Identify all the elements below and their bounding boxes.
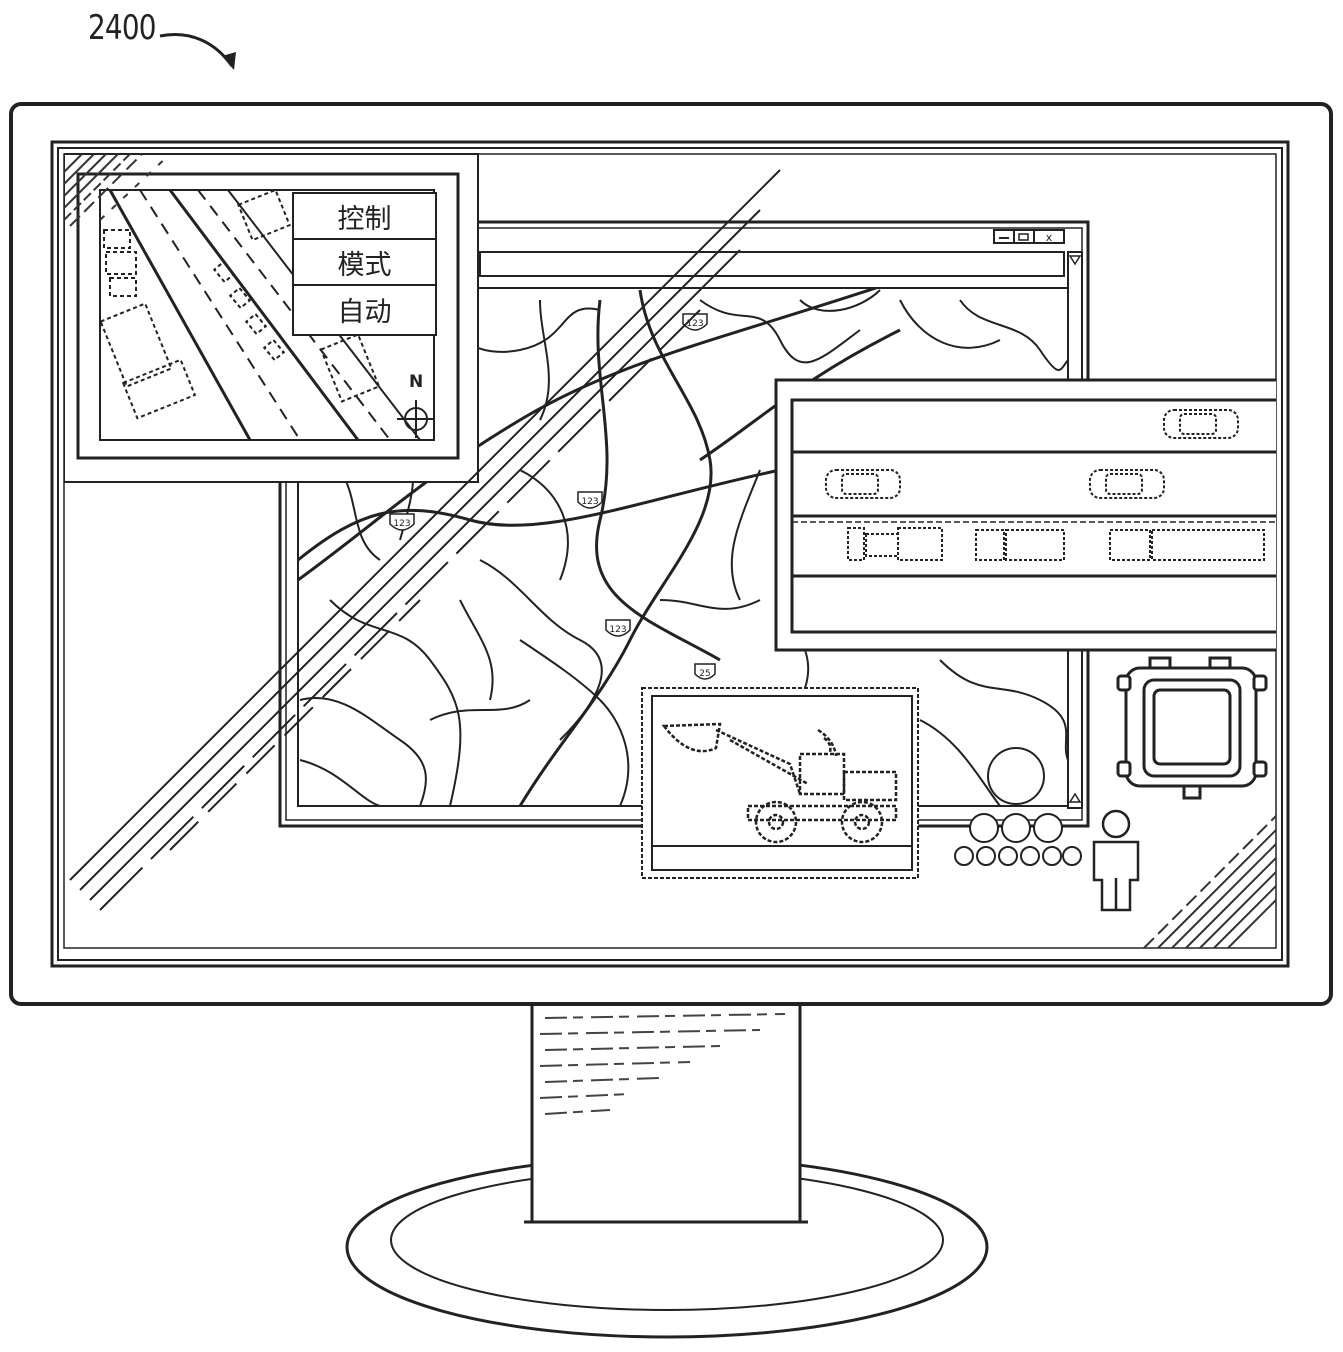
person-icon bbox=[1092, 809, 1140, 912]
monitor-stand bbox=[345, 998, 989, 1339]
minimize-button bbox=[993, 229, 1015, 244]
route-number: 123 bbox=[393, 519, 410, 529]
close-button bbox=[1033, 229, 1065, 244]
traffic-panel bbox=[774, 378, 1276, 652]
excavator-panel bbox=[641, 687, 919, 879]
menu-item-auto[interactable]: 自动 bbox=[337, 296, 392, 328]
reference-arrow-head bbox=[222, 52, 236, 70]
route-number: 25 bbox=[699, 669, 710, 679]
compass-north-label: N bbox=[409, 372, 424, 392]
reference-arrow bbox=[159, 33, 234, 67]
vehicle-icons bbox=[825, 409, 1265, 561]
excavator-icon bbox=[661, 722, 898, 844]
controller-module-icon bbox=[1116, 656, 1268, 800]
route-shield bbox=[389, 313, 716, 680]
compass-icon bbox=[397, 400, 435, 438]
screen-glare bbox=[69, 169, 781, 911]
menu-item-control[interactable]: 控制 bbox=[294, 194, 435, 240]
restore-button bbox=[1013, 229, 1035, 244]
menu-item-mode[interactable]: 模式 bbox=[294, 240, 435, 286]
close-icon: x bbox=[1046, 231, 1053, 244]
reference-numeral: 2400 bbox=[88, 8, 156, 48]
route-number: 123 bbox=[609, 625, 626, 635]
route-number: 123 bbox=[581, 497, 598, 507]
control-mode-menu: 控制 模式 自动 bbox=[292, 192, 437, 336]
route-number: 123 bbox=[686, 319, 703, 329]
crowd-icon bbox=[954, 747, 1082, 866]
